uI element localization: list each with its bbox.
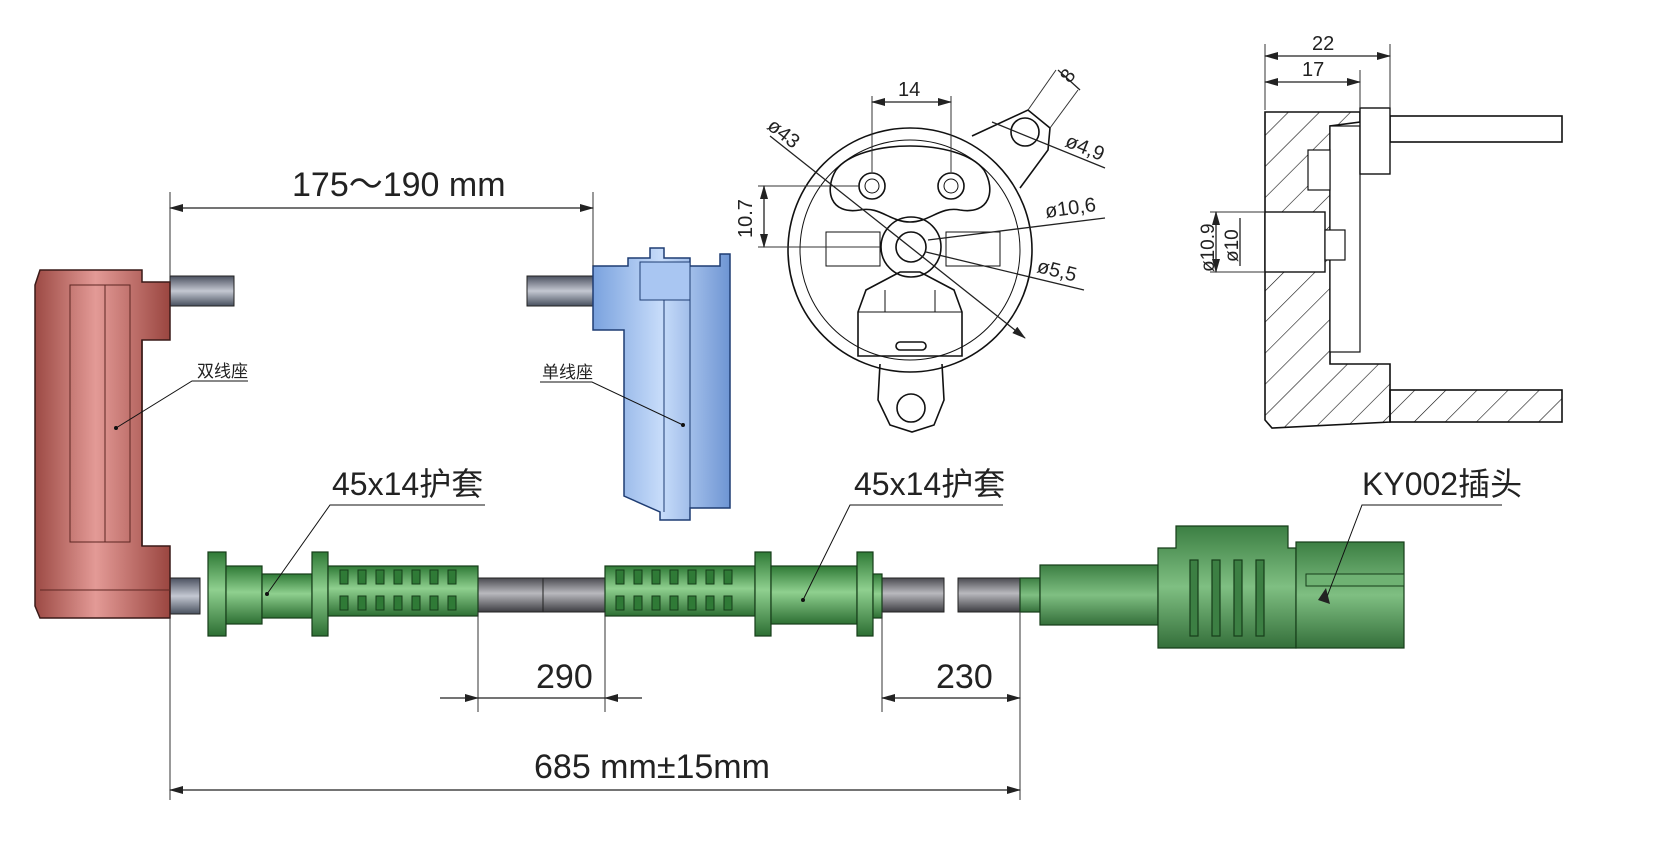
- sleeve-gap-dimension: 290: [536, 658, 593, 696]
- plug-gap-dimension: 230: [936, 658, 993, 696]
- section-inner-dia-dimension: ø10: [1222, 229, 1243, 262]
- section-outer-dia-dimension: ø10.9: [1198, 223, 1219, 272]
- sleeve-1: [207, 551, 479, 637]
- single-seat-label: 单线座: [542, 363, 593, 383]
- section-view: [1264, 107, 1563, 429]
- overall-dimension: 685 mm±15mm: [534, 748, 770, 786]
- double-seat-leader: [115, 380, 248, 429]
- offset-dimension: 10.7: [735, 199, 757, 238]
- body-dia-dimension: ø43: [763, 115, 804, 154]
- sleeve-2-label: 45x14护套: [854, 466, 1005, 502]
- double-seat-part: [34, 269, 235, 619]
- plug-leader: [1324, 504, 1502, 603]
- ky002-plug: [1019, 525, 1405, 649]
- depth-step-dimension: 17: [1302, 59, 1324, 81]
- depth-total-dimension: 22: [1312, 33, 1334, 55]
- gap-dimension: 175～190 mm: [292, 166, 506, 204]
- bore-dia-dimension: ø10,6: [1044, 194, 1098, 223]
- inner-dia-dimension: ø5,5: [1035, 256, 1079, 287]
- plug-label: KY002插头: [1362, 466, 1522, 502]
- cable-assembly: [207, 525, 1405, 649]
- single-seat-part: [526, 247, 731, 521]
- double-seat-label: 双线座: [197, 362, 248, 382]
- single-seat-leader: [540, 381, 684, 426]
- lug-width-dimension: 8: [1056, 65, 1080, 87]
- sleeve-2: [604, 551, 883, 637]
- front-view: [787, 109, 1051, 433]
- pitch-dimension: 14: [898, 79, 920, 101]
- sleeve-1-leader: [266, 504, 485, 595]
- sleeve-2-leader: [802, 504, 1003, 601]
- sleeve-1-label: 45x14护套: [332, 466, 483, 502]
